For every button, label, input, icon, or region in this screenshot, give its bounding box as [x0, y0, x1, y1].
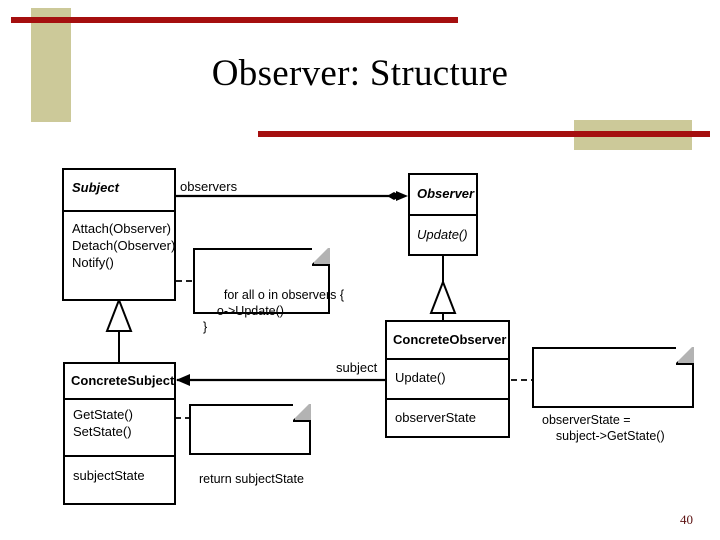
uml-note-getstate[interactable]: return subjectState — [189, 402, 311, 486]
uml-note-update[interactable]: observerState = subject->GetState() — [532, 345, 694, 443]
note-fold-corner-icon — [312, 246, 330, 266]
class-name-observer: Observer — [417, 186, 475, 201]
note-fold-corner-icon — [293, 402, 311, 422]
class-name-concretesubject: ConcreteSubject — [71, 373, 175, 388]
aggregation-diamond — [387, 192, 401, 200]
note-text-notify: for all o in observers { o->Update() } — [203, 288, 345, 334]
operation-setstate: SetState() — [73, 424, 132, 439]
uml-note-notify[interactable]: for all o in observers { o->Update() } — [193, 246, 344, 334]
edge-label-observers: observers — [180, 179, 238, 194]
note-fold-corner-icon — [676, 345, 694, 365]
note-text-getstate: return subjectState — [199, 472, 304, 486]
operation-notify: Notify() — [72, 255, 114, 270]
attribute-subjectstate: subjectState — [73, 468, 145, 483]
operations-compartment: Update() — [410, 216, 476, 254]
generalization-triangle-subject — [105, 297, 133, 332]
class-name-compartment: Subject — [64, 170, 174, 212]
operation-update: Update() — [395, 370, 446, 385]
operation-detach: Detach(Observer) — [72, 238, 176, 253]
edge-label-subject: subject — [336, 360, 378, 375]
class-name-subject: Subject — [72, 180, 119, 195]
operations-compartment: Attach(Observer) Detach(Observer) Notify… — [64, 212, 176, 301]
decor-red-bar-top — [11, 17, 458, 23]
operation-attach: Attach(Observer) — [72, 221, 171, 236]
aggregation-arrowhead — [396, 191, 408, 201]
attributes-compartment: observerState — [387, 400, 508, 438]
uml-class-concrete-observer[interactable]: ConcreteObserver Update() observerState — [385, 320, 510, 438]
uml-class-concrete-subject[interactable]: ConcreteSubject GetState() SetState() su… — [63, 362, 176, 505]
association-arrowhead-subject — [176, 374, 190, 386]
note-text-update: observerState = subject->GetState() — [542, 413, 665, 443]
operations-compartment: Update() — [387, 360, 508, 400]
class-name-compartment: ConcreteSubject — [65, 364, 174, 400]
attributes-compartment: subjectState — [65, 457, 174, 503]
uml-class-subject[interactable]: Subject Attach(Observer) Detach(Observer… — [62, 168, 176, 301]
operation-update: Update() — [417, 227, 468, 242]
operations-compartment: GetState() SetState() — [65, 400, 174, 457]
uml-class-observer[interactable]: Observer Update() — [408, 173, 478, 256]
page-number: 40 — [680, 512, 693, 527]
decor-tan-bar-left — [31, 8, 71, 122]
generalization-triangle-observer — [429, 279, 457, 314]
attribute-observerstate: observerState — [395, 410, 476, 425]
page-title: Observer: Structure — [211, 53, 509, 94]
operation-getstate: GetState() — [73, 407, 133, 422]
class-name-compartment: ConcreteObserver — [387, 322, 508, 360]
class-name-compartment: Observer — [410, 175, 476, 216]
class-name-concreteobserver: ConcreteObserver — [393, 332, 507, 347]
decor-red-bar-bottom — [258, 131, 710, 137]
